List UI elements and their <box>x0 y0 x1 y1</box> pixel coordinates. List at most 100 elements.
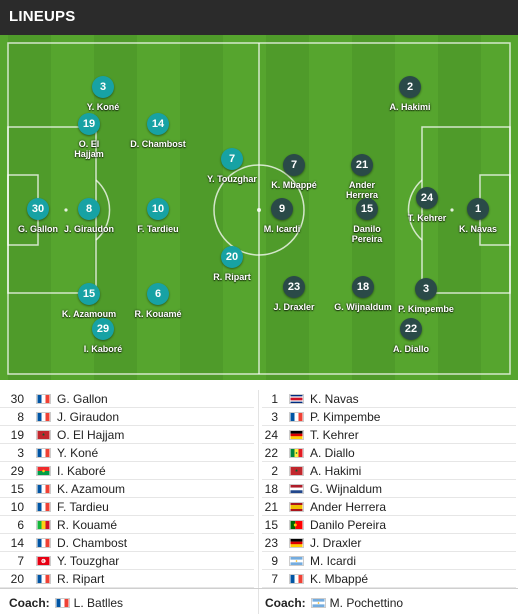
player-number-disc: 9 <box>271 198 293 220</box>
player-number: 2 <box>271 464 278 478</box>
player-number: 3 <box>271 410 278 424</box>
flag-icon <box>36 412 51 422</box>
player-number: 19 <box>10 428 24 442</box>
player-marker: 24 T. Kehrer <box>382 187 472 223</box>
player-name: I. Kaboré <box>57 464 106 478</box>
flag-icon <box>36 502 51 512</box>
flag-icon <box>310 598 326 608</box>
player-label: T. Kehrer <box>407 213 447 223</box>
player-name: T. Kehrer <box>310 428 359 442</box>
flag-icon <box>36 448 51 458</box>
player-name: R. Kouamé <box>57 518 118 532</box>
player-number-disc: 30 <box>27 198 49 220</box>
player-name: K. Azamoum <box>57 482 126 496</box>
player-marker: 29 I. Kaboré <box>58 318 148 354</box>
player-name: D. Chambost <box>57 536 128 550</box>
player-number: 18 <box>264 482 278 496</box>
player-number: 14 <box>10 536 24 550</box>
flag-icon <box>36 556 51 566</box>
player-name: F. Tardieu <box>57 500 109 514</box>
player-marker: 1 K. Navas <box>433 198 518 234</box>
coach-label: Coach: <box>9 596 50 610</box>
player-number-disc: 29 <box>92 318 114 340</box>
player-number-disc: 3 <box>92 76 114 98</box>
player-number-disc: 15 <box>356 198 378 220</box>
lineup-row: 10 F. Tardieu <box>0 498 254 516</box>
player-name: Ander Herrera <box>310 500 387 514</box>
lineup-row: 18 G. Wijnaldum <box>262 480 516 498</box>
flag-icon <box>36 430 51 440</box>
player-marker: 3 P. Kimpembe <box>381 278 471 314</box>
column-divider <box>258 390 259 614</box>
player-label: D. Chambost <box>130 139 186 149</box>
coach-name: L. Batlles <box>73 596 124 610</box>
player-name: M. Icardi <box>310 554 357 568</box>
player-number: 7 <box>17 554 24 568</box>
player-name: R. Ripart <box>57 572 105 586</box>
player-name: Danilo Pereira <box>310 518 387 532</box>
lineup-row: 22 A. Diallo <box>262 444 516 462</box>
player-number-disc: 3 <box>415 278 437 300</box>
home-coach: Coach: L. Batlles <box>9 592 123 614</box>
player-number-disc: 8 <box>78 198 100 220</box>
player-number: 10 <box>10 500 24 514</box>
flag-icon <box>289 394 304 404</box>
player-number: 8 <box>17 410 24 424</box>
flag-icon <box>289 520 304 530</box>
flag-icon <box>36 574 51 584</box>
player-label: J. Draxler <box>273 302 315 312</box>
flag-icon <box>289 430 304 440</box>
player-label: P. Kimpembe <box>398 304 454 314</box>
player-number: 15 <box>10 482 24 496</box>
player-label: A. Hakimi <box>389 102 431 112</box>
player-label: I. Kaboré <box>83 344 123 354</box>
player-label: R. Kouamé <box>134 309 182 319</box>
flag-icon <box>289 412 304 422</box>
player-number: 1 <box>271 392 278 406</box>
player-label: K. Navas <box>458 224 498 234</box>
player-number-disc: 7 <box>221 148 243 170</box>
player-number-disc: 24 <box>416 187 438 209</box>
player-name: A. Diallo <box>310 446 355 460</box>
player-number-disc: 18 <box>352 276 374 298</box>
flag-icon <box>289 502 304 512</box>
player-number-disc: 1 <box>467 198 489 220</box>
flag-icon <box>36 394 51 404</box>
player-label: Ander Herrera <box>345 180 379 200</box>
flag-icon <box>36 484 51 494</box>
coach-separator <box>0 588 518 589</box>
player-number: 22 <box>264 446 278 460</box>
flag-icon <box>289 484 304 494</box>
pitch-markings <box>7 42 511 375</box>
player-number-disc: 7 <box>283 154 305 176</box>
player-number: 9 <box>271 554 278 568</box>
player-number: 29 <box>10 464 24 478</box>
player-name: G. Wijnaldum <box>310 482 383 496</box>
lineup-row: 15 K. Azamoum <box>0 480 254 498</box>
lineup-row: 29 I. Kaboré <box>0 462 254 480</box>
player-number-disc: 2 <box>399 76 421 98</box>
flag-icon <box>54 598 70 608</box>
flag-icon <box>289 466 304 476</box>
